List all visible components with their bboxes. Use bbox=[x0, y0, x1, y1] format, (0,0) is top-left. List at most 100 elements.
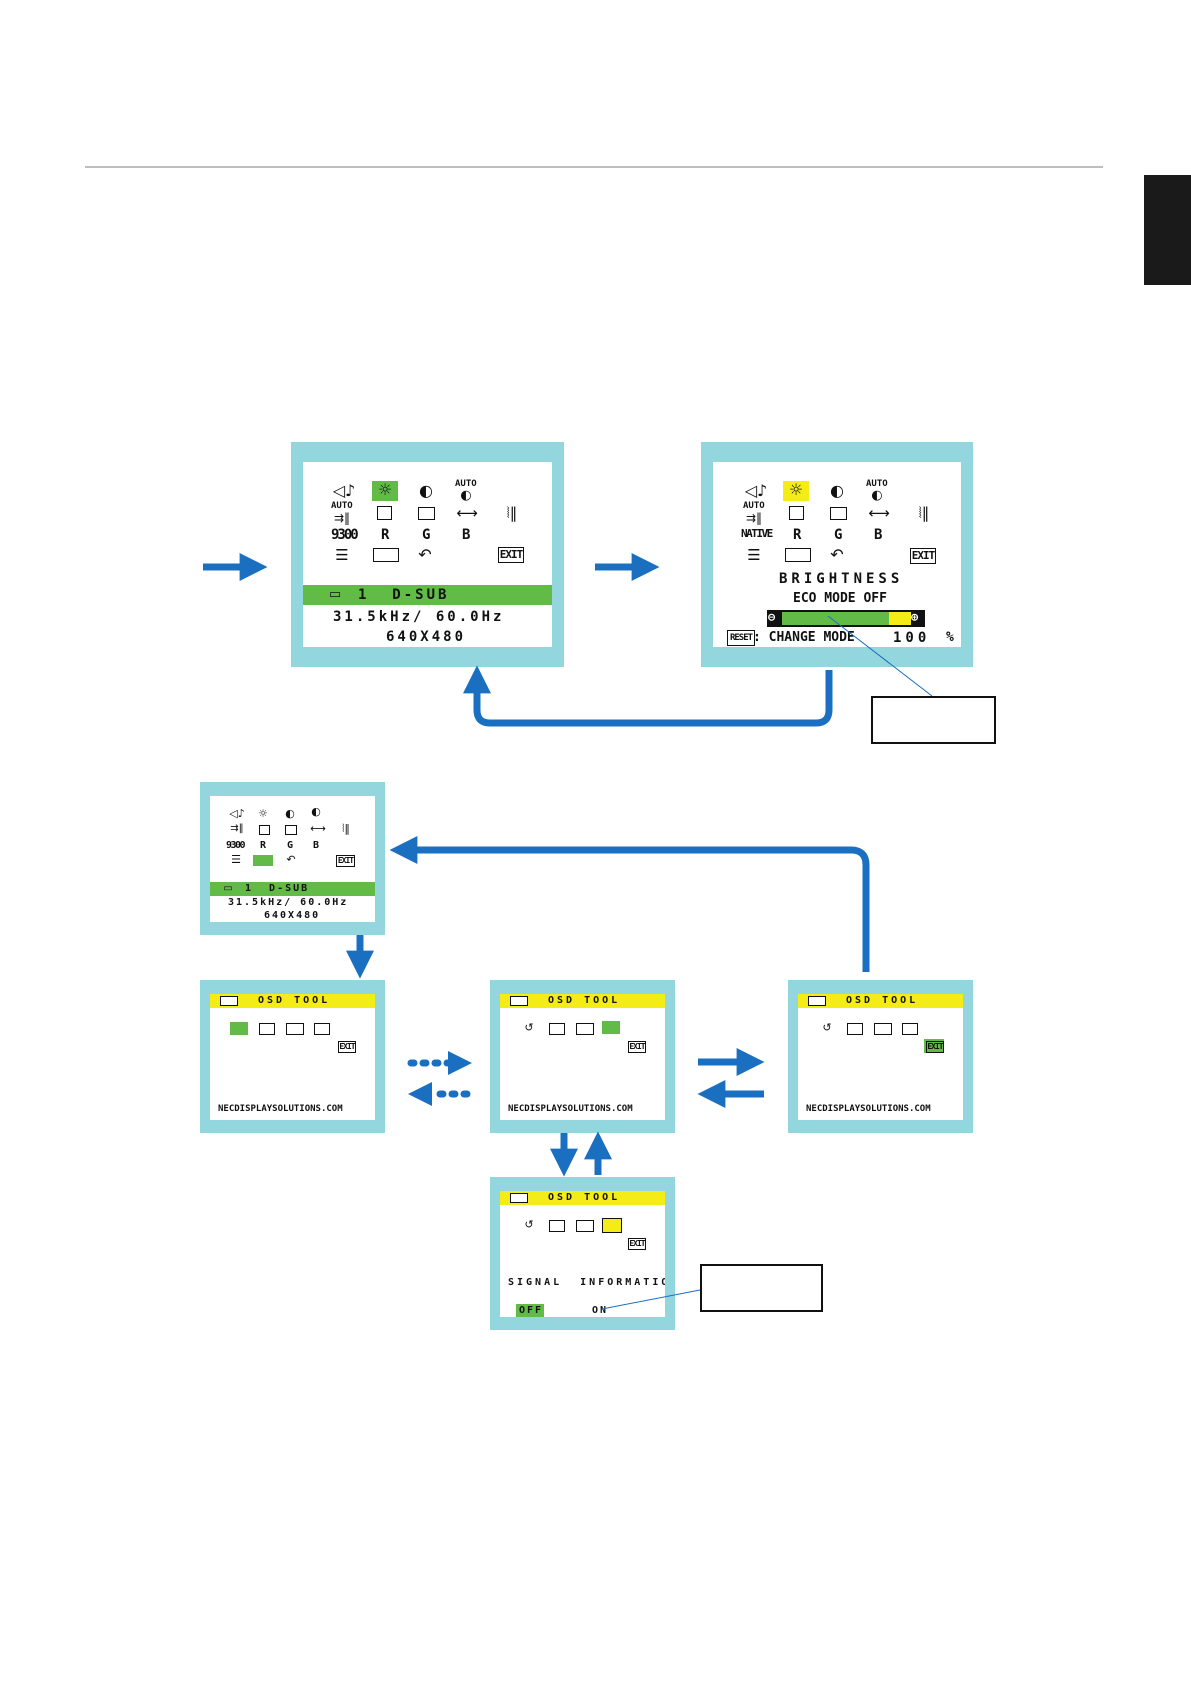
osd-turn-off-icon[interactable] bbox=[576, 1023, 594, 1035]
off-option-selected[interactable] bbox=[516, 1304, 544, 1317]
down-position-icon[interactable] bbox=[830, 507, 847, 520]
minus-icon[interactable]: ⊖ bbox=[768, 610, 776, 624]
main-menu-frame: ◁♪ ☼ ◐ AUTO ◐ AUTO ⇉‖ ⟷ ⦚‖ 9300 R G B ☰ … bbox=[291, 442, 564, 667]
blue-label[interactable]: B bbox=[313, 840, 320, 851]
osd-tool-icon[interactable] bbox=[373, 548, 399, 562]
language-icon[interactable]: ↺ bbox=[524, 1218, 534, 1231]
osd-left-right-icon[interactable] bbox=[847, 1023, 863, 1035]
osd-turn-off-icon[interactable] bbox=[286, 1023, 304, 1035]
red-label[interactable]: R bbox=[793, 527, 802, 543]
tools-icon[interactable]: ☰ bbox=[747, 546, 761, 564]
left-position-icon[interactable] bbox=[377, 506, 392, 520]
contrast-icon[interactable]: ◐ bbox=[419, 481, 433, 500]
osd-title-band bbox=[500, 994, 665, 1008]
color-preset-label[interactable]: 9300 bbox=[331, 527, 359, 543]
brightness-slider-marker bbox=[889, 612, 911, 625]
color-preset-label[interactable]: 9300 bbox=[226, 840, 246, 851]
plus-icon[interactable]: ⊕ bbox=[911, 610, 919, 624]
arrow-exit-to-menu bbox=[389, 836, 870, 972]
exit-button[interactable]: EXIT bbox=[628, 1041, 646, 1053]
language-icon[interactable]: ↺ bbox=[524, 1021, 534, 1034]
brightness-menu-frame: ◁♪ ☼ ◐ AUTO ◐ AUTO ⇉‖ ⟷ ⦚‖ NATIVE R G B … bbox=[701, 442, 973, 667]
auto-contrast-icon[interactable]: ◐ bbox=[311, 805, 321, 818]
speaker-icon[interactable]: ◁♪ bbox=[332, 481, 356, 500]
exit-button[interactable]: EXIT bbox=[498, 547, 524, 563]
eco-mode-line: ECO MODE OFF bbox=[793, 591, 887, 606]
h-size-icon[interactable]: ⟷ bbox=[868, 504, 890, 522]
down-position-icon[interactable] bbox=[418, 507, 435, 520]
left-position-icon[interactable] bbox=[789, 506, 804, 520]
osd-tool-icon-selected[interactable] bbox=[253, 855, 273, 866]
input-line: 1 D-SUB bbox=[358, 587, 450, 603]
exit-button-selected[interactable] bbox=[924, 1039, 944, 1053]
left-position-icon[interactable] bbox=[259, 825, 270, 835]
green-label[interactable]: G bbox=[834, 527, 843, 543]
reset-icon[interactable]: ↶ bbox=[286, 853, 296, 866]
frequency-line: 31.5kHz/ 60.0Hz bbox=[228, 897, 349, 908]
h-size-icon[interactable]: ⟷ bbox=[456, 504, 478, 522]
osd-tool-icon[interactable] bbox=[785, 548, 811, 562]
exit-button[interactable]: EXIT bbox=[628, 1238, 646, 1250]
language-icon[interactable]: ↺ bbox=[822, 1021, 832, 1034]
green-label[interactable]: G bbox=[422, 527, 431, 543]
brightness-icon[interactable]: ☼ bbox=[783, 481, 809, 501]
d-sub-connector-icon: ▭ bbox=[223, 883, 233, 894]
signal-information-icon[interactable] bbox=[314, 1023, 330, 1035]
h-size-icon[interactable]: ⟷ bbox=[310, 822, 326, 835]
fine-icon[interactable]: ⦚‖ bbox=[918, 504, 930, 522]
signal-information-icon-selected[interactable] bbox=[602, 1218, 622, 1233]
auto-contrast-icon[interactable]: ◐ bbox=[871, 488, 883, 503]
reset-icon[interactable]: ↶ bbox=[830, 545, 844, 564]
contrast-icon[interactable]: ◐ bbox=[830, 481, 844, 500]
signal-information-icon-selected[interactable] bbox=[602, 1021, 620, 1034]
blue-label[interactable]: B bbox=[874, 527, 883, 543]
osd-title: OSD TOOL bbox=[548, 995, 621, 1006]
red-label[interactable]: R bbox=[260, 840, 267, 851]
tools-icon[interactable]: ☰ bbox=[231, 853, 241, 866]
osd-tool-frame-c: OSD TOOL ↺ EXIT NECDISPLAYSOLUTIONS.COM bbox=[788, 980, 973, 1133]
auto-contrast-icon[interactable]: ◐ bbox=[460, 488, 472, 503]
exit-button[interactable]: EXIT bbox=[926, 1041, 944, 1053]
osd-tool-screen-a: OSD TOOL EXIT NECDISPLAYSOLUTIONS.COM bbox=[210, 994, 375, 1120]
main-menu-screen: ◁♪ ☼ ◐ AUTO ◐ AUTO ⇉‖ ⟷ ⦚‖ 9300 R G B ☰ … bbox=[303, 462, 552, 647]
off-label[interactable]: OFF bbox=[519, 1305, 544, 1316]
auto-adjust-icon[interactable]: ⇉‖ bbox=[333, 511, 351, 525]
osd-left-right-icon[interactable] bbox=[259, 1023, 275, 1035]
speaker-icon[interactable]: ◁♪ bbox=[744, 481, 768, 500]
input-line: 1 D-SUB bbox=[245, 883, 310, 894]
down-position-icon[interactable] bbox=[285, 825, 297, 835]
exit-button[interactable]: EXIT bbox=[910, 548, 936, 564]
fine-icon[interactable]: ⦚‖ bbox=[506, 504, 518, 522]
reset-icon[interactable]: ↶ bbox=[418, 545, 432, 564]
language-icon-selected[interactable] bbox=[230, 1022, 248, 1035]
color-preset-label[interactable]: NATIVE bbox=[741, 527, 773, 540]
osd-left-right-icon[interactable] bbox=[549, 1220, 565, 1232]
brightness-icon[interactable]: ☼ bbox=[372, 481, 398, 501]
speaker-icon[interactable]: ◁♪ bbox=[229, 807, 245, 820]
signal-information-icon[interactable] bbox=[902, 1023, 918, 1035]
auto-label-2: AUTO bbox=[331, 501, 353, 511]
green-label[interactable]: G bbox=[287, 840, 294, 851]
blue-label[interactable]: B bbox=[462, 527, 471, 543]
signal-information-label: SIGNAL INFORMATION bbox=[508, 1277, 665, 1288]
osd-turn-off-icon[interactable] bbox=[874, 1023, 892, 1035]
on-label[interactable]: ON bbox=[592, 1305, 609, 1316]
osd-turn-off-icon[interactable] bbox=[576, 1220, 594, 1232]
auto-adjust-icon[interactable]: ⇉‖ bbox=[230, 823, 244, 834]
osd-left-right-icon[interactable] bbox=[549, 1023, 565, 1035]
exit-button[interactable]: EXIT bbox=[338, 1041, 356, 1053]
callout-box-1 bbox=[871, 696, 996, 744]
exit-button[interactable]: EXIT bbox=[336, 855, 355, 867]
brightness-icon[interactable]: ☼ bbox=[258, 807, 268, 820]
fine-icon[interactable]: ⦚‖ bbox=[342, 822, 350, 835]
arrow-a-to-b-head bbox=[448, 1051, 472, 1075]
contrast-icon[interactable]: ◐ bbox=[285, 807, 295, 820]
auto-adjust-icon[interactable]: ⇉‖ bbox=[745, 511, 763, 525]
callout-leader-1 bbox=[827, 615, 933, 697]
red-label[interactable]: R bbox=[381, 527, 390, 543]
arrow-b-to-a-head bbox=[408, 1082, 432, 1106]
osd-tool-screen-d: OSD TOOL ↺ EXIT SIGNAL INFORMATION OFF O… bbox=[500, 1191, 665, 1317]
osd-tool-icon bbox=[220, 996, 238, 1006]
tools-icon[interactable]: ☰ bbox=[335, 546, 349, 564]
